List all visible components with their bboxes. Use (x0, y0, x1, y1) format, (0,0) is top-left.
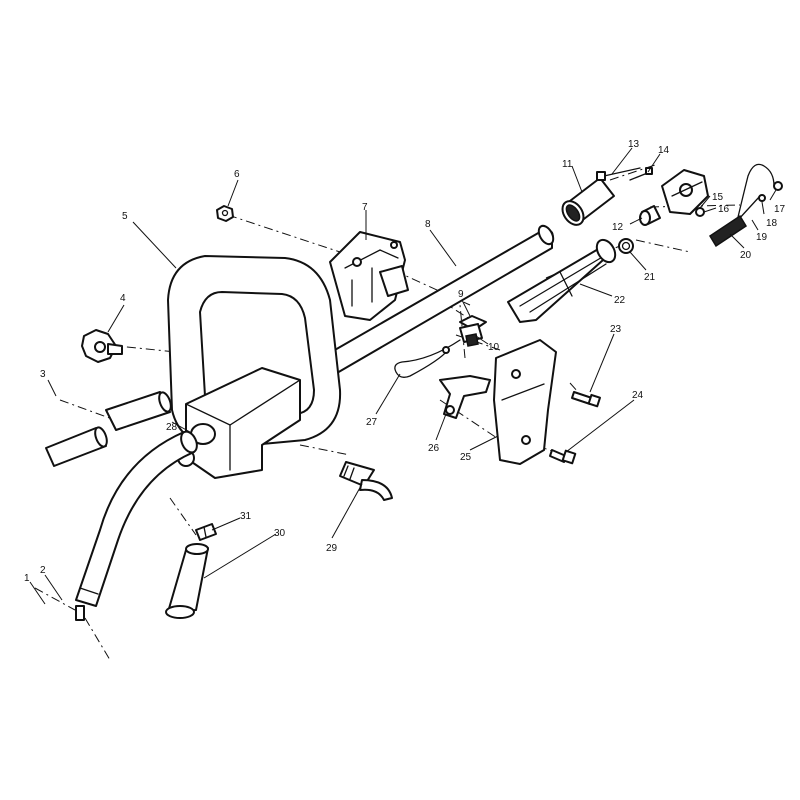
curved-tube (75, 430, 198, 621)
callout-29: 29 (326, 543, 338, 554)
callout-labels: 1 2 3 4 5 6 7 8 9 10 11 12 13 14 15 16 1… (24, 139, 786, 584)
grip-tube-3 (45, 426, 108, 467)
callout-21: 21 (644, 272, 656, 283)
callout-5: 5 (122, 211, 128, 222)
callout-3: 3 (40, 369, 46, 380)
side-cover-25 (493, 339, 557, 465)
end-housing-15 (661, 169, 709, 215)
trigger-26 (439, 375, 491, 419)
callout-2: 2 (40, 565, 46, 576)
bolt-13 (596, 167, 641, 181)
d-handle (167, 255, 342, 479)
switch-10 (459, 323, 483, 347)
callout-7: 7 (362, 202, 368, 213)
callout-11: 11 (562, 159, 573, 170)
screw-24 (549, 449, 577, 465)
spring-20 (708, 214, 748, 248)
callout-19: 19 (756, 232, 768, 243)
shaft-tube (299, 224, 555, 385)
callout-15: 15 (712, 192, 724, 203)
nut-16 (695, 207, 705, 217)
callout-23: 23 (610, 324, 622, 335)
callout-17: 17 (774, 204, 786, 215)
callout-31: 31 (240, 511, 252, 522)
clip-31 (195, 523, 217, 541)
callout-16: 16 (718, 204, 730, 215)
nut-6 (216, 205, 234, 222)
callout-1: 1 (24, 573, 30, 584)
washer-21 (618, 238, 634, 254)
callout-12: 12 (612, 222, 624, 233)
callout-24: 24 (632, 390, 644, 401)
callout-25: 25 (460, 452, 472, 463)
callout-28: 28 (166, 422, 178, 433)
callout-20: 20 (740, 250, 752, 261)
sleeve-11 (561, 177, 615, 226)
sleeve-30 (165, 543, 209, 619)
callout-6: 6 (234, 169, 240, 180)
callout-26: 26 (428, 443, 440, 454)
callout-10: 10 (488, 342, 500, 353)
callout-13: 13 (628, 139, 640, 150)
wire-27 (394, 339, 461, 378)
leader-lines (29, 147, 777, 605)
bushing-12 (639, 205, 661, 226)
rail-22 (507, 238, 617, 323)
screw-23 (571, 391, 601, 408)
callout-18: 18 (766, 218, 778, 229)
callout-22: 22 (614, 295, 626, 306)
callout-30: 30 (274, 528, 286, 539)
callout-8: 8 (425, 219, 431, 230)
callout-4: 4 (120, 293, 126, 304)
callout-27: 27 (366, 417, 378, 428)
callout-9: 9 (458, 289, 464, 300)
clamp-housing (329, 231, 409, 321)
spring-19 (737, 195, 761, 221)
grip-tube-28 (105, 391, 172, 431)
callout-14: 14 (658, 145, 670, 156)
carriage-bolt-29 (339, 461, 393, 501)
knob-4 (81, 329, 123, 363)
cable-17 (733, 163, 783, 235)
